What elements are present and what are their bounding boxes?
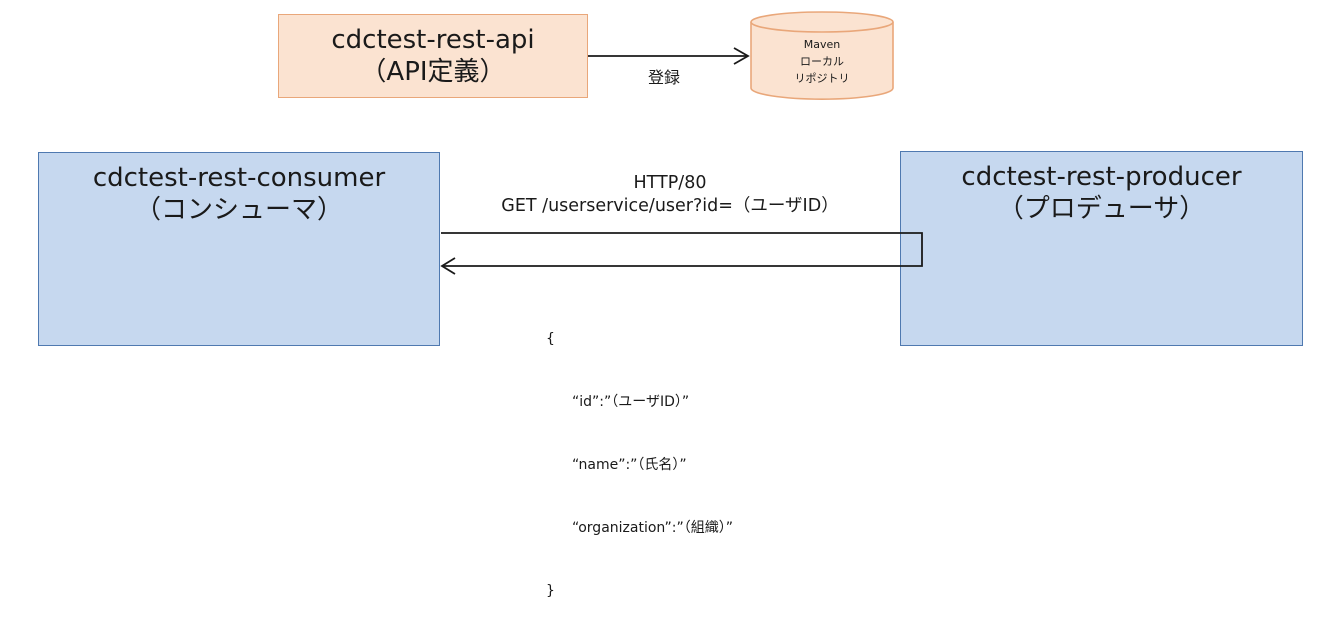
register-arrow <box>588 47 750 65</box>
json-open-brace: { <box>546 331 555 347</box>
json-close-brace: } <box>546 583 555 599</box>
producer-service-box: cdctest-rest-producer （プロデューサ） <box>900 151 1303 346</box>
api-box-name: cdctest-rest-api <box>331 25 535 55</box>
consumer-service-box: cdctest-rest-consumer （コンシューマ） <box>38 152 440 346</box>
json-organization-field: “organization”:”（組織）” <box>572 520 733 536</box>
http-request-label: HTTP/80 GET /userservice/user?id=（ユーザID） <box>442 172 898 218</box>
json-id-field: “id”:”（ユーザID）” <box>572 394 690 410</box>
request-endpoint: GET /userservice/user?id=（ユーザID） <box>501 195 839 216</box>
repository-line-3: リポジトリ <box>794 72 850 86</box>
maven-repository-cylinder-icon <box>750 11 894 100</box>
producer-box-role: （プロデューサ） <box>997 193 1206 224</box>
request-response-arrow <box>440 232 923 275</box>
repository-line-1: Maven <box>803 38 841 51</box>
api-definition-box: cdctest-rest-api （API定義） <box>278 14 588 98</box>
producer-box-name: cdctest-rest-producer <box>961 162 1242 192</box>
register-arrow-label: 登録 <box>648 68 681 87</box>
response-json-body: { “id”:”（ユーザID）” “name”:”（氏名）” “organiza… <box>546 287 733 623</box>
consumer-box-role: （コンシューマ） <box>134 194 343 225</box>
json-name-field: “name”:”（氏名）” <box>572 457 687 473</box>
maven-repository-label: Maven ローカル リポジトリ <box>750 36 894 87</box>
api-box-role: （API定義） <box>360 56 506 87</box>
diagram-connectors <box>440 47 923 275</box>
repository-line-2: ローカル <box>800 55 844 69</box>
consumer-box-name: cdctest-rest-consumer <box>92 163 386 193</box>
request-protocol: HTTP/80 <box>633 173 707 193</box>
